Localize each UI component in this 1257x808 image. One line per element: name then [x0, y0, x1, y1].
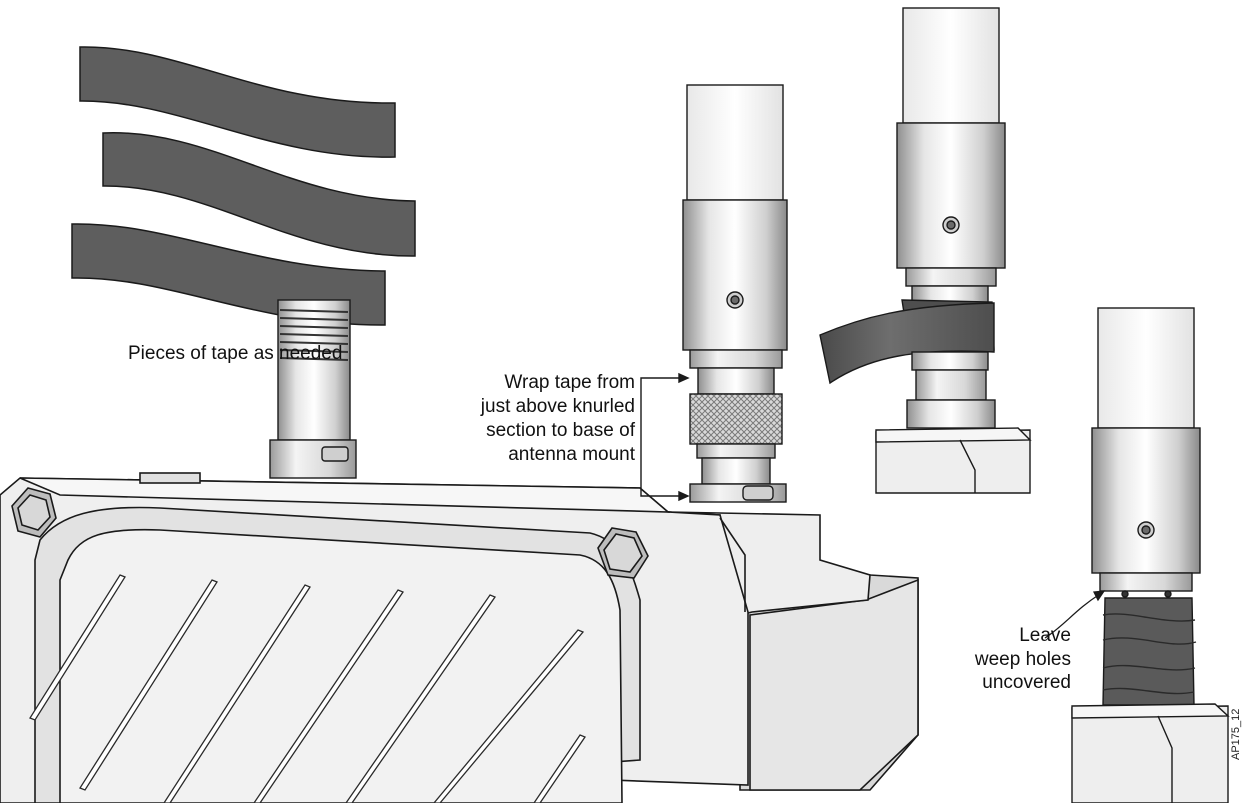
- left-bolt: [11, 487, 57, 538]
- tape-pieces-caption: Pieces of tape as needed: [128, 343, 343, 364]
- wrap-line-4: antenna mount: [508, 444, 635, 465]
- threaded-connector: [269, 299, 357, 479]
- weep-hole-leader: [1044, 590, 1106, 639]
- center-antenna: [682, 84, 788, 503]
- access-point-housing: [0, 472, 919, 804]
- wrap-range-bracket: [640, 372, 690, 502]
- right-bolt: [597, 527, 649, 579]
- inset-applying-tape: [819, 7, 1032, 494]
- weep-holes-caption: Leave weep holes uncovered: [955, 624, 1071, 695]
- wrap-line-3: section to base of: [486, 420, 635, 441]
- tape-strip-2: [102, 132, 416, 257]
- tape-strip-1: [79, 46, 396, 158]
- weep-line-2: weep holes: [974, 648, 1071, 670]
- inset-taped-complete: [1071, 307, 1230, 804]
- weep-line-1: Leave: [1019, 625, 1071, 646]
- wrap-line-2: just above knurled: [480, 396, 635, 417]
- figure-id: AP175_12: [1230, 708, 1242, 760]
- wrap-line-1: Wrap tape from: [504, 372, 635, 393]
- tape-pieces: [71, 46, 416, 326]
- weep-line-3: uncovered: [982, 672, 1071, 693]
- wrap-instruction-caption: Wrap tape from just above knurled sectio…: [405, 371, 635, 467]
